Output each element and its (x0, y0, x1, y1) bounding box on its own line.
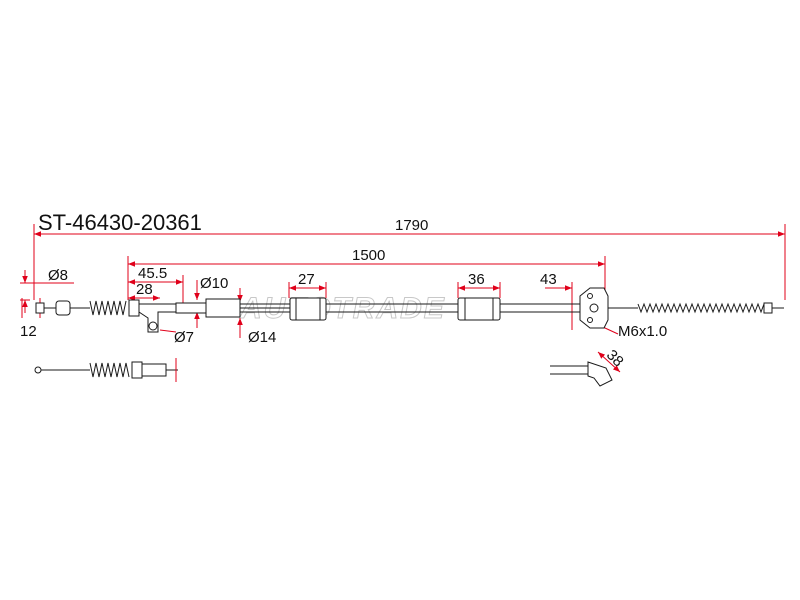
len-28-label: 28 (136, 281, 153, 298)
detail-38-label: 38 (603, 347, 627, 371)
bracket-detail-38: 38 (550, 347, 627, 387)
total-length-label: 1790 (395, 217, 428, 234)
dimension-bracket-43: 43 (540, 271, 573, 330)
diameter-14-label: Ø14 (248, 329, 276, 346)
dimension-total-length: 1790 (33, 217, 786, 300)
dimension-grommet-27: 27 (288, 271, 327, 298)
cable-length-label: 1500 (352, 247, 385, 264)
grommet-27-label: 27 (298, 271, 315, 288)
dimension-grommet-36: 36 (457, 271, 501, 298)
part-number: ST-46430-20361 (38, 210, 202, 235)
dimension-cable-length: 1500 (127, 247, 606, 300)
dimension-end-diameter: Ø8 12 (20, 267, 74, 340)
end-diameter-label: Ø8 (48, 267, 68, 284)
diameter-7-label: Ø7 (174, 329, 194, 346)
grommet-36-label: 36 (468, 271, 485, 288)
bracket-43-label: 43 (540, 271, 557, 288)
dimension-fitting: 45.5 28 Ø10 Ø7 (128, 265, 228, 346)
brake-cable-end-view (34, 358, 178, 382)
dimension-diameter-14: Ø14 (237, 288, 276, 346)
diameter-10-label: Ø10 (200, 275, 228, 292)
end-length-label: 12 (20, 323, 37, 340)
brake-cable (35, 287, 784, 333)
len-45-5-label: 45.5 (138, 265, 167, 282)
thread-label: M6x1.0 (618, 323, 667, 340)
